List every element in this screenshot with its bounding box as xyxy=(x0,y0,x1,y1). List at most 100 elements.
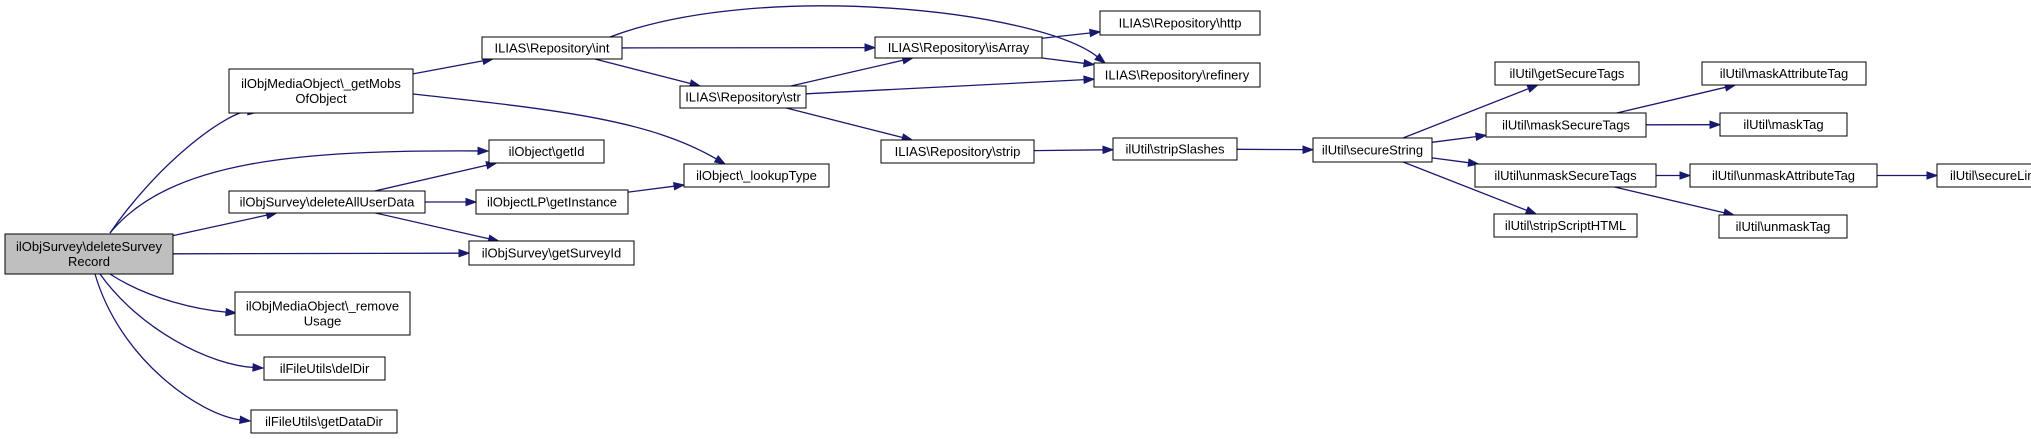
node-unmaskAttributeTag[interactable]: ilUtil\unmaskAttributeTag xyxy=(1689,163,1878,188)
node-stripSlashes[interactable]: ilUtil\stripSlashes xyxy=(1112,137,1238,161)
node-getInstance[interactable]: ilObjectLP\getInstance xyxy=(475,189,629,215)
node-secureLink[interactable]: ilUtil\secureLink xyxy=(1936,163,2031,188)
node-repoHttp[interactable]: ILIAS\Repository\http xyxy=(1099,10,1261,36)
node-label: ILIAS\Repository\str xyxy=(685,90,801,105)
node-box xyxy=(1312,137,1433,163)
node-stripScriptHTML[interactable]: ilUtil\stripScriptHTML xyxy=(1493,213,1638,238)
node-delDir[interactable]: ilFileUtils\delDir xyxy=(263,356,386,381)
node-box xyxy=(263,356,386,381)
edge-stripSlashes-to-secureString xyxy=(1236,145,1315,154)
node-box xyxy=(1701,61,1867,86)
edge-unmaskSecureTags-to-unmaskTag xyxy=(1614,186,1736,217)
node-box xyxy=(1719,112,1848,137)
node-label: ilUtil\stripScriptHTML xyxy=(1505,218,1626,233)
node-label: ilUtil\maskTag xyxy=(1743,117,1823,132)
edge-getMobs-to-repoInt xyxy=(412,56,495,75)
node-box xyxy=(1689,163,1878,188)
edge-maskSecureTags-to-maskAttributeTag xyxy=(1616,83,1737,114)
edge-root-to-getId xyxy=(109,146,490,234)
edge-repoStr-to-repoIsArray xyxy=(790,56,915,87)
node-box xyxy=(468,240,635,266)
node-label: ilUtil\secureLink xyxy=(1950,168,2031,183)
node-label: ilUtil\unmaskSecureTags xyxy=(1494,168,1637,183)
node-deleteAll[interactable]: ilObjSurvey\deleteAllUserData xyxy=(228,190,426,214)
edge-unmaskAttributeTag-to-secureLink xyxy=(1877,171,1939,180)
node-label: ilObjectLP\getInstance xyxy=(487,195,617,210)
node-getSecureTags[interactable]: ilUtil\getSecureTags xyxy=(1494,61,1640,86)
node-box xyxy=(679,85,807,109)
edge-getInstance-to-lookupType xyxy=(627,181,686,193)
node-secureString[interactable]: ilUtil\secureString xyxy=(1312,137,1433,163)
node-label: ilUtil\stripSlashes xyxy=(1126,142,1225,157)
node-label: ilObjMediaObject\_remove xyxy=(246,299,399,314)
edge-deleteAll-to-getId xyxy=(374,161,498,192)
node-label: Record xyxy=(68,254,110,269)
edge-repoStr-to-repoStrip xyxy=(786,107,914,142)
node-box xyxy=(874,36,1043,59)
edge-getMobs-to-lookupType xyxy=(412,93,727,165)
node-box xyxy=(4,233,174,275)
node-label: ilUtil\maskAttributeTag xyxy=(1720,66,1849,81)
node-lookupType[interactable]: ilObject\_lookupType xyxy=(683,163,830,188)
node-box xyxy=(475,189,629,215)
node-label: ilUtil\secureString xyxy=(1322,143,1423,158)
node-label: ilUtil\maskSecureTags xyxy=(1502,118,1630,133)
edge-repoIsArray-to-repoHttp xyxy=(1041,28,1102,39)
node-box xyxy=(1936,163,2031,188)
edge-root-to-delDir xyxy=(99,273,265,372)
node-label: Usage xyxy=(304,314,342,329)
node-maskSecureTags[interactable]: ilUtil\maskSecureTags xyxy=(1485,112,1647,138)
node-box xyxy=(683,163,830,188)
node-repoStr[interactable]: ILIAS\Repository\str xyxy=(679,85,807,109)
edge-root-to-getMobs xyxy=(109,106,260,234)
edge-unmaskSecureTags-to-unmaskAttributeTag xyxy=(1656,171,1692,180)
node-unmaskTag[interactable]: ilUtil\unmaskTag xyxy=(1718,214,1848,239)
node-label: ilObjSurvey\getSurveyId xyxy=(482,246,621,261)
edge-repoStrip-to-stripSlashes xyxy=(1033,145,1115,155)
node-getDataDir[interactable]: ilFileUtils\getDataDir xyxy=(250,409,398,434)
edge-deleteAll-to-getSurveyId xyxy=(375,212,501,243)
edge-repoIsArray-to-repoRefinery xyxy=(1041,57,1096,68)
node-label: ILIAS\Repository\http xyxy=(1119,16,1242,31)
node-label: ILIAS\Repository\refinery xyxy=(1105,68,1250,83)
node-box xyxy=(1718,214,1848,239)
edge-deleteAll-to-getInstance xyxy=(425,197,478,207)
edge-repoInt-to-repoRefinery xyxy=(609,5,1107,64)
node-label: ilUtil\unmaskTag xyxy=(1736,219,1831,234)
node-unmaskSecureTags[interactable]: ilUtil\unmaskSecureTags xyxy=(1474,163,1657,188)
edge-root-to-removeUsage xyxy=(109,273,238,317)
node-box xyxy=(1093,62,1261,88)
node-repoIsArray[interactable]: ILIAS\Repository\isArray xyxy=(874,36,1043,59)
node-box xyxy=(1485,112,1647,138)
edge-repoStr-to-repoRefinery xyxy=(805,75,1096,95)
node-label: ILIAS\Repository\int xyxy=(495,41,610,56)
node-maskTag[interactable]: ilUtil\maskTag xyxy=(1719,112,1848,137)
node-label: ilUtil\unmaskAttributeTag xyxy=(1712,168,1855,183)
node-label: ilUtil\getSecureTags xyxy=(1510,66,1625,81)
node-getSurveyId[interactable]: ilObjSurvey\getSurveyId xyxy=(468,240,635,266)
node-box xyxy=(228,68,414,114)
node-box xyxy=(250,409,398,434)
node-box xyxy=(1112,137,1238,161)
edge-root-to-getSurveyId xyxy=(172,248,471,258)
node-getId[interactable]: ilObject\getId xyxy=(488,139,605,164)
node-box xyxy=(1099,10,1261,36)
node-label: ilObjMediaObject\_getMobs xyxy=(241,76,401,91)
edge-maskSecureTags-to-maskTag xyxy=(1645,120,1722,129)
node-repoInt[interactable]: ILIAS\Repository\int xyxy=(481,36,623,60)
node-repoStrip[interactable]: ILIAS\Repository\strip xyxy=(880,139,1035,164)
node-maskAttributeTag[interactable]: ilUtil\maskAttributeTag xyxy=(1701,61,1867,86)
node-repoRefinery[interactable]: ILIAS\Repository\refinery xyxy=(1093,62,1261,88)
node-box xyxy=(234,291,411,336)
edge-secureString-to-maskSecureTags xyxy=(1431,132,1488,143)
node-label: ILIAS\Repository\isArray xyxy=(888,40,1030,55)
node-box xyxy=(481,36,623,60)
edge-secureString-to-getSecureTags xyxy=(1402,84,1540,139)
node-box xyxy=(1494,61,1640,86)
node-box xyxy=(1493,213,1638,238)
